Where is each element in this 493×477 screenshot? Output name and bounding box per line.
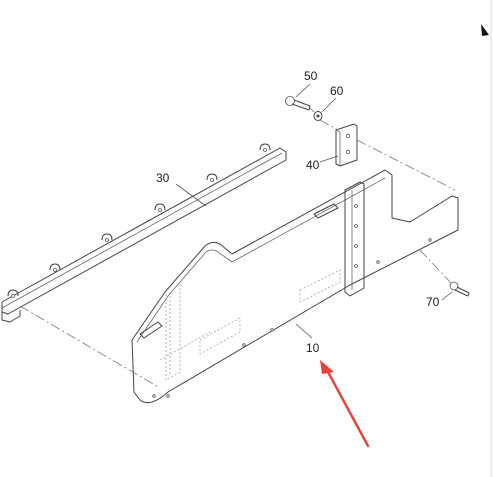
- assembly-line-screw-top: [356, 139, 456, 191]
- assembly-line-washer: [309, 107, 315, 113]
- callout-10: 10: [306, 341, 320, 355]
- callout-40: 40: [306, 158, 320, 172]
- corner-mark: [481, 24, 489, 36]
- part-30-rail: [1, 143, 287, 323]
- leader-60: [321, 97, 337, 113]
- callout-60: 60: [330, 84, 344, 98]
- assembly-line-bracket: [319, 119, 339, 131]
- part-70-screw: [449, 281, 470, 297]
- part-10-side-panel: [131, 169, 459, 404]
- red-pointer-arrow: [320, 360, 370, 448]
- leader-30: [175, 183, 207, 207]
- callout-50: 50: [304, 69, 318, 83]
- part-50-screw: [285, 96, 311, 111]
- leader-40: [319, 155, 339, 163]
- part-60-washer: [313, 111, 323, 121]
- leader-10: [295, 323, 313, 339]
- callout-30: 30: [156, 171, 170, 185]
- assembly-line-rail: [19, 305, 161, 389]
- callout-70: 70: [426, 295, 440, 309]
- part-40-bracket: [335, 123, 358, 167]
- leader-70: [441, 291, 453, 301]
- assembly-line-screw-side: [419, 249, 453, 285]
- leader-50: [295, 83, 311, 98]
